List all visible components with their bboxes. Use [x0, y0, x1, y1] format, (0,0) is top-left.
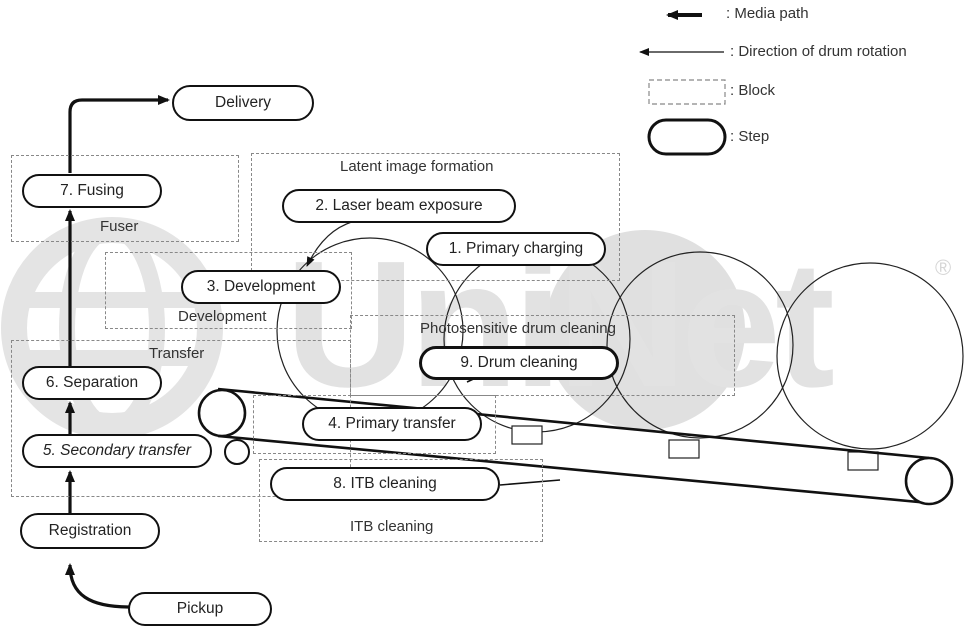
media-path-pickup-to-registration	[65, 563, 131, 609]
step-primary-transfer: 4. Primary transfer	[302, 407, 482, 441]
step-separation: 6. Separation	[22, 366, 162, 400]
block-label-itb-cleaning: ITB cleaning	[350, 518, 434, 535]
itb-cleaning-connector	[499, 479, 561, 486]
step-development: 3. Development	[181, 270, 341, 304]
transfer-roller-3	[668, 439, 700, 459]
legend-block-text: : Block	[730, 82, 776, 99]
block-development	[105, 252, 352, 329]
itb-belt-bottom	[217, 434, 930, 505]
step-fusing: 7. Fusing	[22, 174, 162, 208]
legend-block-icon	[648, 79, 726, 105]
transfer-roller-2	[511, 425, 543, 445]
step-drum-cleaning: 9. Drum cleaning	[419, 346, 619, 380]
itb-roller-right	[904, 456, 954, 506]
block-fuser	[11, 155, 239, 242]
step-laser-beam-exposure: 2. Laser beam exposure	[282, 189, 516, 223]
block-primary-transfer	[253, 395, 496, 454]
step-pickup: Pickup	[128, 592, 272, 626]
block-drum-cleaning	[350, 315, 735, 396]
legend-step-text: : Step	[730, 128, 770, 145]
step-delivery: Delivery	[172, 85, 314, 121]
block-itb-cleaning	[259, 459, 543, 542]
transfer-roller-4	[847, 451, 879, 471]
block-label-drum-cleaning: Photosensitive drum cleaning	[420, 320, 616, 337]
legend-step-icon	[647, 118, 727, 156]
block-label-fuser: Fuser	[100, 218, 139, 235]
step-registration: Registration	[20, 513, 160, 549]
legend-media-path-text: : Media path	[726, 5, 809, 22]
block-label-latent-image-formation: Latent image formation	[340, 158, 494, 175]
legend-drum-rotation-text: : Direction of drum rotation	[730, 43, 907, 60]
block-label-transfer: Transfer	[149, 345, 205, 362]
block-latent-image-formation	[251, 153, 620, 281]
step-secondary-transfer: 5. Secondary transfer	[22, 434, 212, 468]
drum-3	[606, 251, 794, 439]
block-label-development: Development	[178, 308, 267, 325]
itb-belt-top	[217, 387, 930, 460]
drum-4	[776, 262, 964, 450]
itb-roller-left	[197, 388, 247, 438]
secondary-transfer-roller	[224, 439, 250, 465]
step-primary-charging: 1. Primary charging	[426, 232, 606, 266]
media-path-fusing-to-delivery	[68, 95, 170, 173]
step-itb-cleaning: 8. ITB cleaning	[270, 467, 500, 501]
